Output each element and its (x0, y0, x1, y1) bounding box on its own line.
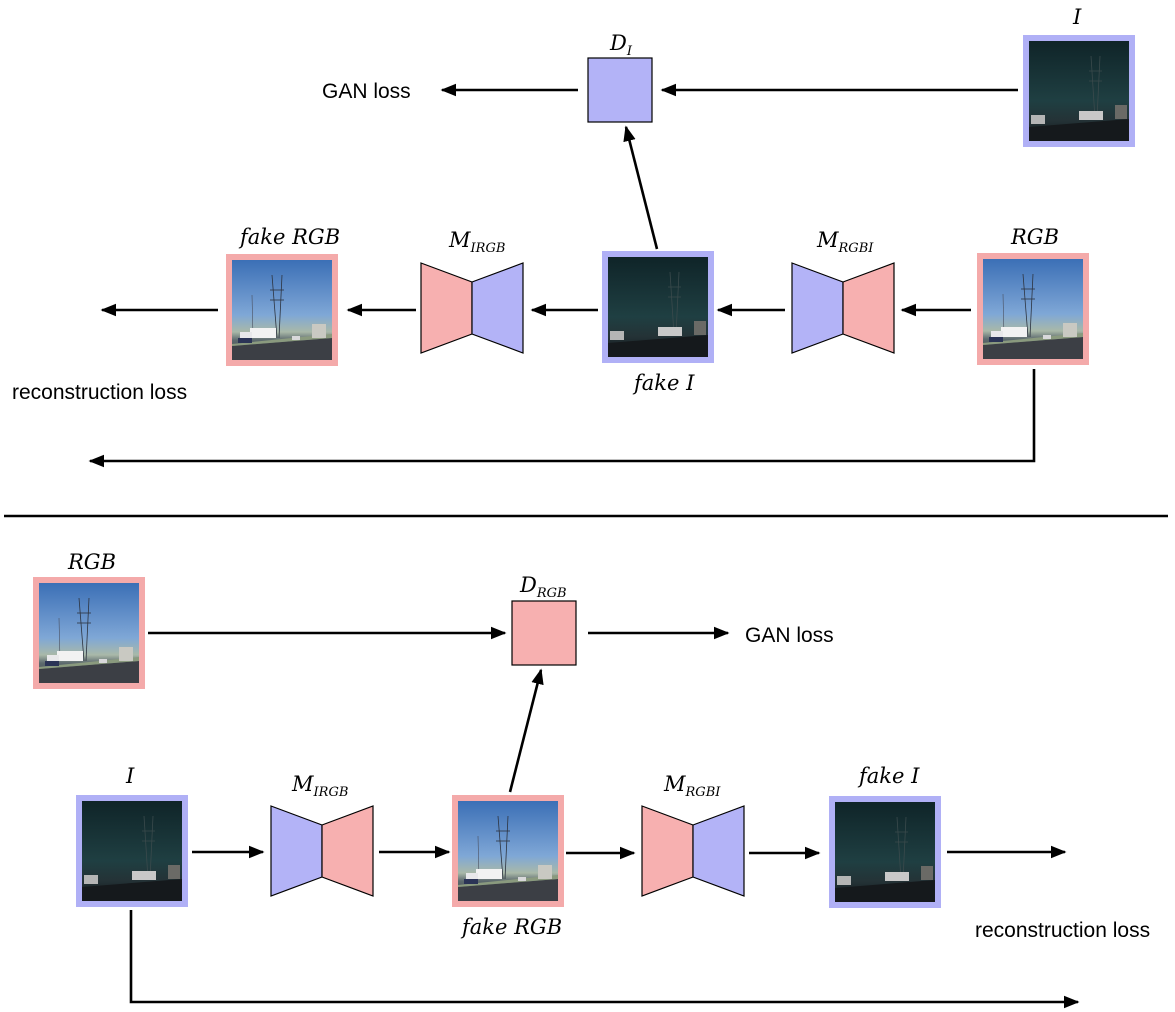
bottom-generator-rgbi-label: MRGBI (663, 772, 721, 800)
bottom-real-ir-label: I (125, 764, 135, 788)
bottom-real-rgb-image (39, 583, 139, 683)
top-generator-rgbi (791, 262, 895, 354)
top-discriminator-label: DI (609, 31, 633, 59)
bottom-real-ir-image (82, 801, 182, 901)
top-real-ir-image (1029, 41, 1129, 141)
top-fake-rgb-image (232, 260, 332, 360)
top-discriminator-box (587, 57, 653, 123)
bottom-fake-rgb-image (458, 801, 558, 901)
bottom-discriminator-label: DRGB (519, 573, 567, 601)
bottom-generator-irgb (270, 805, 374, 897)
top-fake-ir-image (608, 257, 708, 357)
top-gan-loss-label: GAN loss (322, 80, 411, 103)
bottom-gan-loss-label: GAN loss (745, 624, 834, 647)
bottom-panel: RGB DRGB GAN loss I MIRGB fake RGB (33, 550, 1150, 1009)
bottom-arrow-fake-rgb-to-discriminator (508, 668, 544, 793)
bottom-fake-rgb-label: fake RGB (460, 915, 562, 939)
top-panel: DI GAN loss I RGB MRGBI fake I (12, 5, 1135, 468)
bottom-generator-rgbi (641, 805, 745, 897)
top-real-rgb-image (983, 259, 1083, 359)
top-fake-ir-label: fake I (632, 371, 695, 395)
bottom-discriminator-box (511, 600, 577, 666)
top-reconstruction-loss-label: reconstruction loss (12, 381, 187, 404)
bottom-reconstruction-loss-label: reconstruction loss (975, 919, 1150, 942)
top-arrow-rgb-to-reconstruction (88, 369, 1036, 468)
top-real-ir-label: I (1072, 5, 1082, 29)
top-generator-irgb (420, 262, 524, 354)
bottom-generator-irgb-label: MIRGB (291, 772, 348, 800)
top-generator-rgbi-label: MRGBI (816, 228, 874, 256)
bottom-fake-ir-image (835, 802, 935, 902)
top-real-rgb-label: RGB (1010, 225, 1059, 249)
bottom-fake-ir-label: fake I (857, 764, 920, 788)
bottom-arrow-ir-to-reconstruction (129, 910, 1080, 1009)
top-arrow-fake-ir-to-discriminator (623, 125, 659, 250)
top-fake-rgb-label: fake RGB (238, 225, 340, 249)
bottom-real-rgb-label: RGB (67, 550, 116, 574)
top-generator-irgb-label: MIRGB (448, 228, 505, 256)
